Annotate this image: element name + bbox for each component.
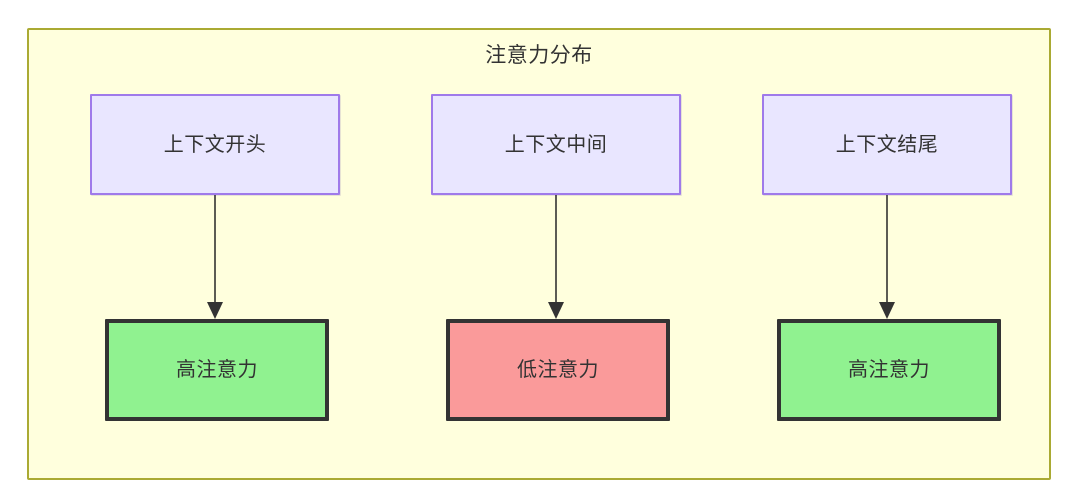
node-context-start[interactable]: 上下文开头: [90, 94, 340, 195]
subgraph-attention-distribution: 注意力分布 上下文开头 高注意力 上下文中间 低注意力: [27, 28, 1051, 480]
edge-arrow-3: [879, 195, 895, 319]
subgraph-title: 注意力分布: [485, 44, 593, 67]
node-high-attention-start[interactable]: 高注意力: [105, 319, 329, 421]
node-context-middle[interactable]: 上下文中间: [431, 94, 681, 195]
node-label: 上下文开头: [163, 133, 267, 156]
node-label: 上下文中间: [504, 133, 608, 156]
flow-column-3: 上下文结尾 高注意力: [762, 30, 1012, 478]
node-high-attention-end[interactable]: 高注意力: [777, 319, 1001, 421]
node-label: 高注意力: [848, 359, 930, 381]
edge-arrow-1: [207, 195, 223, 319]
node-context-end[interactable]: 上下文结尾: [762, 94, 1012, 195]
node-label: 低注意力: [517, 359, 599, 381]
node-label: 上下文结尾: [835, 133, 939, 156]
edge-arrow-2: [548, 195, 564, 319]
node-label: 高注意力: [176, 359, 258, 381]
node-low-attention-middle[interactable]: 低注意力: [446, 319, 670, 421]
flow-column-1: 上下文开头 高注意力: [90, 30, 340, 478]
flow-column-2: 上下文中间 低注意力: [431, 30, 681, 478]
